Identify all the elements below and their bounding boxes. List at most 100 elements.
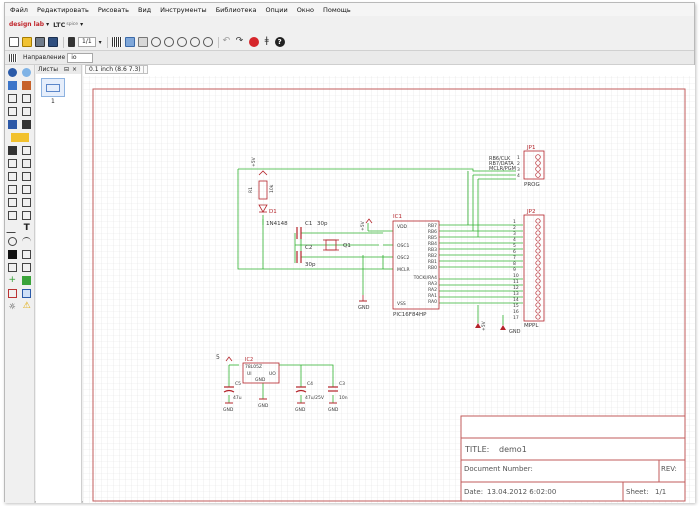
- menu-file[interactable]: Файл: [10, 5, 28, 14]
- erc-icon[interactable]: ☼: [8, 301, 16, 311]
- ic2-pin-label: UI: [247, 371, 252, 377]
- text-icon[interactable]: T: [23, 222, 30, 233]
- jp2-pin-socket: [535, 248, 541, 254]
- rect-icon[interactable]: [7, 249, 17, 259]
- menu-library[interactable]: Библиотека: [215, 5, 257, 14]
- layout-icon[interactable]: [137, 37, 148, 47]
- menu-options[interactable]: Опции: [265, 5, 288, 14]
- menu-view[interactable]: Вид: [137, 5, 152, 14]
- miter-icon[interactable]: [22, 184, 32, 194]
- schematic-canvas[interactable]: 0.1 inch (8.6 7.3) TITLE: demo1: [83, 65, 695, 503]
- dimension-icon[interactable]: [22, 262, 32, 272]
- smash-icon[interactable]: [7, 184, 17, 194]
- chevron-down-icon[interactable]: ▾: [98, 38, 102, 46]
- label-icon[interactable]: [22, 288, 32, 298]
- gate-icon[interactable]: [22, 145, 32, 155]
- split-icon[interactable]: [22, 158, 32, 168]
- redo-icon[interactable]: ↷: [235, 36, 244, 46]
- open-folder-icon[interactable]: [22, 37, 32, 47]
- circle-icon[interactable]: [7, 236, 17, 246]
- net-icon[interactable]: [7, 210, 17, 220]
- refresh-icon[interactable]: [22, 67, 32, 77]
- info-icon[interactable]: [7, 67, 17, 77]
- value-icon[interactable]: [7, 171, 17, 181]
- bus-icon[interactable]: [10, 132, 29, 142]
- warning-icon[interactable]: ⚠: [22, 300, 31, 311]
- grid-icon[interactable]: [9, 53, 17, 62]
- sheet-select[interactable]: 1/1: [78, 37, 96, 47]
- chevron-down-icon[interactable]: ▾: [80, 21, 84, 28]
- arc-icon[interactable]: [22, 236, 32, 246]
- wrench-icon[interactable]: [22, 119, 32, 129]
- sheet-number: 1: [51, 98, 55, 105]
- line-icon[interactable]: [6, 223, 19, 233]
- edit-toolbar: 1/1 ▾ ↶ ↷ ǂ ?: [5, 34, 694, 51]
- zoom-area-icon[interactable]: [202, 37, 213, 47]
- name-icon[interactable]: [22, 171, 32, 181]
- jp2-pin-socket: [535, 260, 541, 266]
- delete-icon[interactable]: [7, 158, 17, 168]
- menu-tools[interactable]: Инструменты: [160, 5, 207, 14]
- pin-swap-icon[interactable]: [22, 197, 32, 207]
- direction-select[interactable]: io: [67, 52, 94, 63]
- ic2-regulator[interactable]: IC2 78L05Z UI UO GND: [242, 357, 280, 384]
- menu-window[interactable]: Окно: [296, 5, 314, 14]
- group-icon[interactable]: [7, 119, 17, 129]
- c5-capacitor[interactable]: C5 47u: [223, 381, 242, 401]
- mirror-icon[interactable]: [7, 106, 17, 116]
- coordinate-field[interactable]: [143, 65, 148, 74]
- c1-value: 30p: [317, 221, 328, 227]
- menu-draw[interactable]: Рисовать: [97, 5, 129, 14]
- save-icon[interactable]: [48, 37, 58, 47]
- invoke-icon[interactable]: [7, 197, 17, 207]
- separator: [217, 36, 219, 48]
- device-icon[interactable]: [7, 145, 17, 155]
- sheet-label: Sheet:: [626, 488, 649, 496]
- undo-icon[interactable]: ↶: [222, 36, 231, 46]
- wires: [228, 168, 523, 403]
- zoom-out-icon[interactable]: [176, 37, 187, 47]
- help-icon[interactable]: ?: [274, 37, 285, 47]
- add-icon[interactable]: +: [8, 274, 17, 285]
- c1-capacitor[interactable]: C1 30p: [296, 221, 328, 239]
- print-icon[interactable]: [35, 37, 45, 47]
- schematic-icon[interactable]: [124, 37, 135, 47]
- ic1-microcontroller[interactable]: IC1 PIC16F84HP VDD OSC1 OSC2 MCLR VSS RB…: [392, 214, 440, 318]
- components-icon[interactable]: [7, 80, 17, 90]
- jp1-connector[interactable]: JP1 PROG RB6/CLK RB7/DATA MCLR/PGM 1 2 3…: [489, 145, 545, 188]
- close-icon[interactable]: ×: [71, 66, 78, 73]
- pin-icon[interactable]: ⊟: [63, 66, 69, 73]
- zoom-in-icon[interactable]: [163, 37, 174, 47]
- menu-help[interactable]: Помощь: [322, 5, 351, 14]
- ltc-logo-sub: spice: [66, 22, 79, 27]
- sheet-nav-icon[interactable]: [68, 37, 75, 47]
- frame-icon[interactable]: [7, 288, 17, 298]
- zoom-fit-icon[interactable]: [189, 37, 200, 47]
- sheet-thumbnail[interactable]: [41, 78, 65, 97]
- ic1-pin-label: RA2: [428, 287, 437, 293]
- polygon-icon[interactable]: [22, 249, 32, 259]
- c3-capacitor[interactable]: C3 10n: [328, 381, 348, 401]
- stop-icon[interactable]: [248, 37, 259, 47]
- q1-crystal[interactable]: Q1: [323, 239, 351, 251]
- copy-icon[interactable]: [22, 93, 32, 103]
- c2-capacitor[interactable]: C2 30p: [296, 245, 316, 268]
- junction-icon[interactable]: [22, 210, 32, 220]
- attribute-icon[interactable]: [7, 262, 17, 272]
- rotate-icon[interactable]: [22, 106, 32, 116]
- d1-diode[interactable]: D1 1N4148: [258, 204, 288, 227]
- c4-capacitor[interactable]: C4 47u/25V: [295, 381, 325, 401]
- r1-resistor[interactable]: R1 10k: [248, 180, 275, 200]
- barcode-icon[interactable]: [111, 37, 122, 47]
- pin-icon[interactable]: ǂ: [264, 36, 269, 46]
- bus-entry-icon[interactable]: [22, 275, 32, 285]
- chevron-down-icon[interactable]: ▾: [46, 21, 50, 28]
- new-file-icon[interactable]: [9, 37, 19, 47]
- power-symbol: +5V: [475, 320, 487, 331]
- edit-part-icon[interactable]: [22, 80, 32, 90]
- menu-edit[interactable]: Редактировать: [36, 5, 89, 14]
- app-window: Файл Редактировать Рисовать Вид Инструме…: [4, 2, 695, 503]
- zoom-icon[interactable]: [150, 37, 161, 47]
- move-icon[interactable]: [7, 93, 17, 103]
